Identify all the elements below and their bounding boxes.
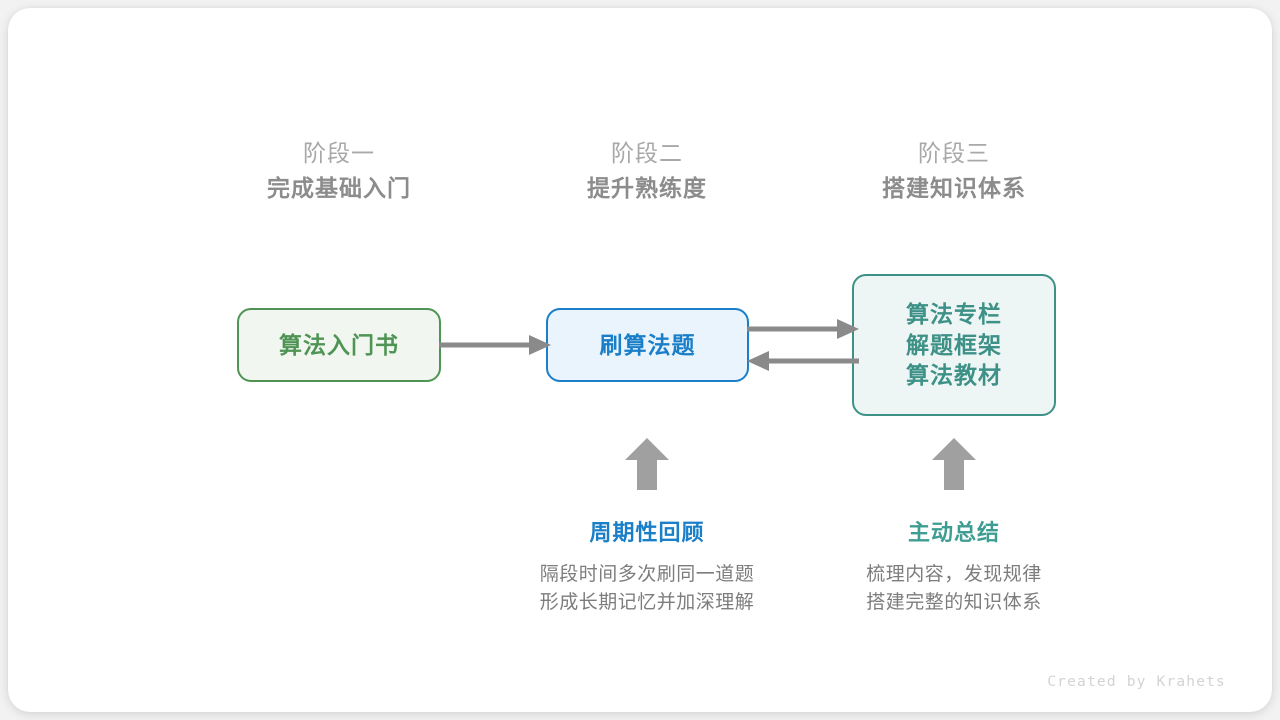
node-knowledge-systems-line-3: 算法教材 — [906, 362, 1002, 389]
stage-index-3: 阶段三 — [918, 140, 990, 166]
stage-header-3: 阶段三 搭建知识体系 — [824, 136, 1084, 206]
node-intro-book[interactable]: 算法入门书 — [237, 308, 441, 382]
arrow-book-to-practice — [439, 335, 551, 355]
arrow-practice-to-systems — [747, 319, 859, 339]
stage-title-3: 搭建知识体系 — [882, 175, 1026, 201]
up-arrow-review — [625, 438, 669, 490]
node-practice-problems-line-1: 刷算法题 — [599, 331, 696, 358]
note-periodic-review: 周期性回顾 隔段时间多次刷同一道题 形成长期记忆并加深理解 — [497, 516, 797, 617]
arrow-systems-to-practice — [747, 351, 859, 371]
stage-index-2: 阶段二 — [611, 140, 683, 166]
stage-title-1: 完成基础入门 — [267, 175, 411, 201]
note-active-summary-title: 主动总结 — [907, 520, 1000, 545]
node-practice-problems[interactable]: 刷算法题 — [546, 308, 749, 382]
note-active-summary-body-line-2: 搭建完整的知识体系 — [866, 592, 1042, 613]
note-periodic-review-title: 周期性回顾 — [589, 520, 705, 545]
node-knowledge-systems-line-1: 算法专栏 — [906, 301, 1002, 328]
stage-title-2: 提升熟练度 — [587, 175, 707, 201]
note-active-summary-body-line-1: 梳理内容，发现规律 — [866, 564, 1042, 585]
node-intro-book-line-1: 算法入门书 — [279, 331, 399, 358]
note-periodic-review-body-line-1: 隔段时间多次刷同一道题 — [539, 564, 755, 585]
node-knowledge-systems-line-2: 解题框架 — [906, 331, 1002, 358]
stage-header-2: 阶段二 提升熟练度 — [517, 136, 777, 206]
diagram-card: 阶段一 完成基础入门 阶段二 提升熟练度 阶段三 搭建知识体系 算法入门书 刷算… — [8, 8, 1272, 712]
stage-index-1: 阶段一 — [303, 140, 375, 166]
node-knowledge-systems[interactable]: 算法专栏 解题框架 算法教材 — [852, 274, 1056, 416]
note-periodic-review-body-line-2: 形成长期记忆并加深理解 — [539, 592, 755, 613]
note-active-summary: 主动总结 梳理内容，发现规律 搭建完整的知识体系 — [804, 516, 1104, 617]
stage-header-1: 阶段一 完成基础入门 — [209, 136, 469, 206]
up-arrow-summary — [932, 438, 976, 490]
credit-text: Created by Krahets — [1047, 674, 1226, 690]
